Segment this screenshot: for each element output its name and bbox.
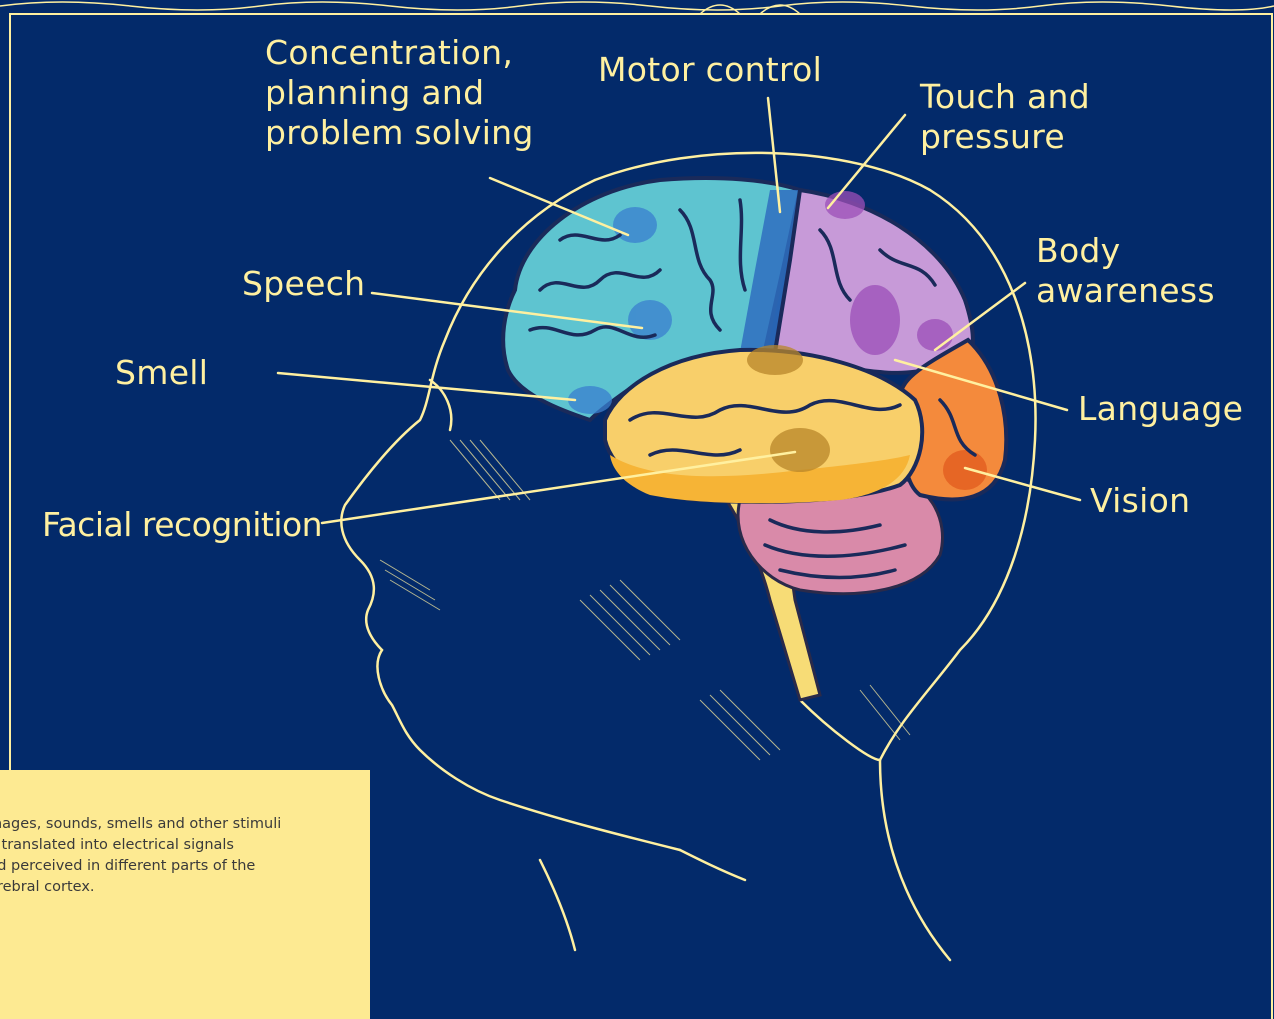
label-facial-recognition: Facial recognition (42, 505, 322, 545)
label-vision: Vision (1090, 481, 1190, 521)
label-body-awareness: Body awareness (1036, 231, 1215, 311)
label-smell: Smell (115, 353, 208, 393)
label-motor-control: Motor control (598, 50, 822, 90)
label-speech: Speech (242, 264, 365, 304)
caption-box: mages, sounds, smells and other stimuli … (0, 770, 370, 1019)
label-touch-pressure: Touch and pressure (920, 77, 1090, 157)
top-ornament (0, 2, 1274, 14)
leader-touch (828, 115, 905, 208)
caption-text: mages, sounds, smells and other stimuli … (0, 814, 338, 898)
label-language: Language (1078, 389, 1243, 429)
label-concentration: Concentration, planning and problem solv… (265, 33, 534, 153)
